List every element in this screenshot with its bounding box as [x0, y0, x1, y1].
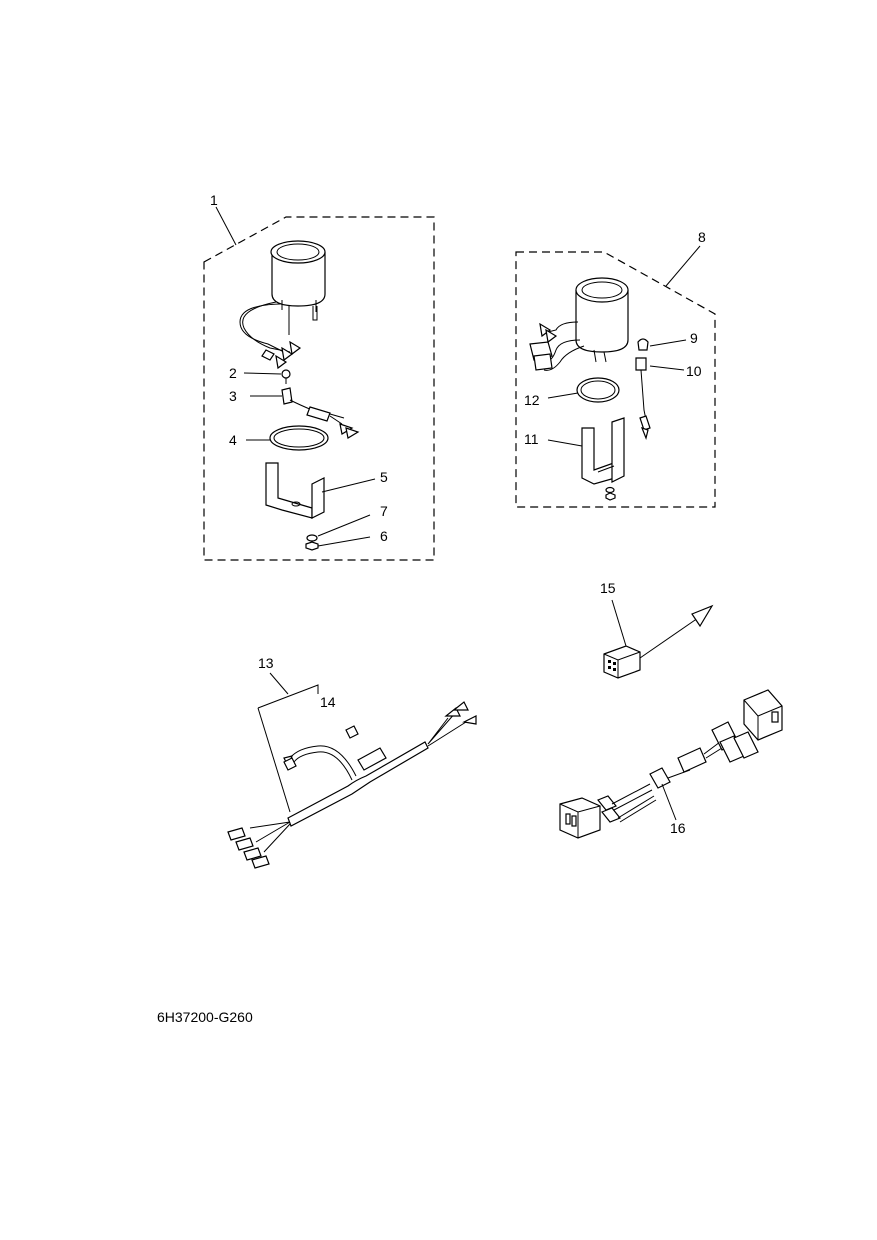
ring-part-2	[547, 377, 620, 403]
callout-1: 1	[210, 192, 218, 208]
kit-group-1	[203, 206, 435, 561]
callout-3: 3	[229, 388, 237, 404]
callout-13: 13	[258, 655, 274, 671]
kit-group-8	[515, 245, 716, 508]
callout-7: 7	[380, 503, 388, 519]
callout-6: 6	[380, 528, 388, 544]
callout-2: 2	[229, 365, 237, 381]
callout-16: 16	[670, 820, 686, 836]
bracket-part	[265, 462, 376, 519]
callout-labels: 1 2 3 4 5 7 6 8 9 10 12 11 15 13 14 16	[210, 192, 706, 836]
ring-part	[246, 425, 329, 451]
gauge-part-2	[529, 277, 629, 371]
callout-4: 4	[229, 432, 237, 448]
socket-part-2	[635, 357, 685, 440]
gauge-part	[239, 240, 326, 370]
washer-part	[306, 514, 371, 542]
callout-15: 15	[600, 580, 616, 596]
callout-12: 12	[524, 392, 540, 408]
callout-8: 8	[698, 229, 706, 245]
nut-part	[305, 536, 371, 551]
wire-harness-part	[227, 672, 477, 869]
bulb-part-2	[637, 338, 687, 351]
figure-code: 6H37200-G260	[157, 1009, 253, 1025]
adaptor-harness-part	[559, 689, 783, 839]
washer-nut-part-2	[605, 486, 616, 501]
socket-part	[250, 387, 360, 439]
bulb-part	[243, 369, 291, 384]
callout-10: 10	[686, 363, 702, 379]
callout-5: 5	[380, 469, 388, 485]
callout-9: 9	[690, 330, 698, 346]
callout-11: 11	[524, 431, 539, 447]
connector-part	[603, 599, 714, 679]
bracket-part-2	[547, 417, 625, 485]
callout-14: 14	[320, 694, 336, 710]
